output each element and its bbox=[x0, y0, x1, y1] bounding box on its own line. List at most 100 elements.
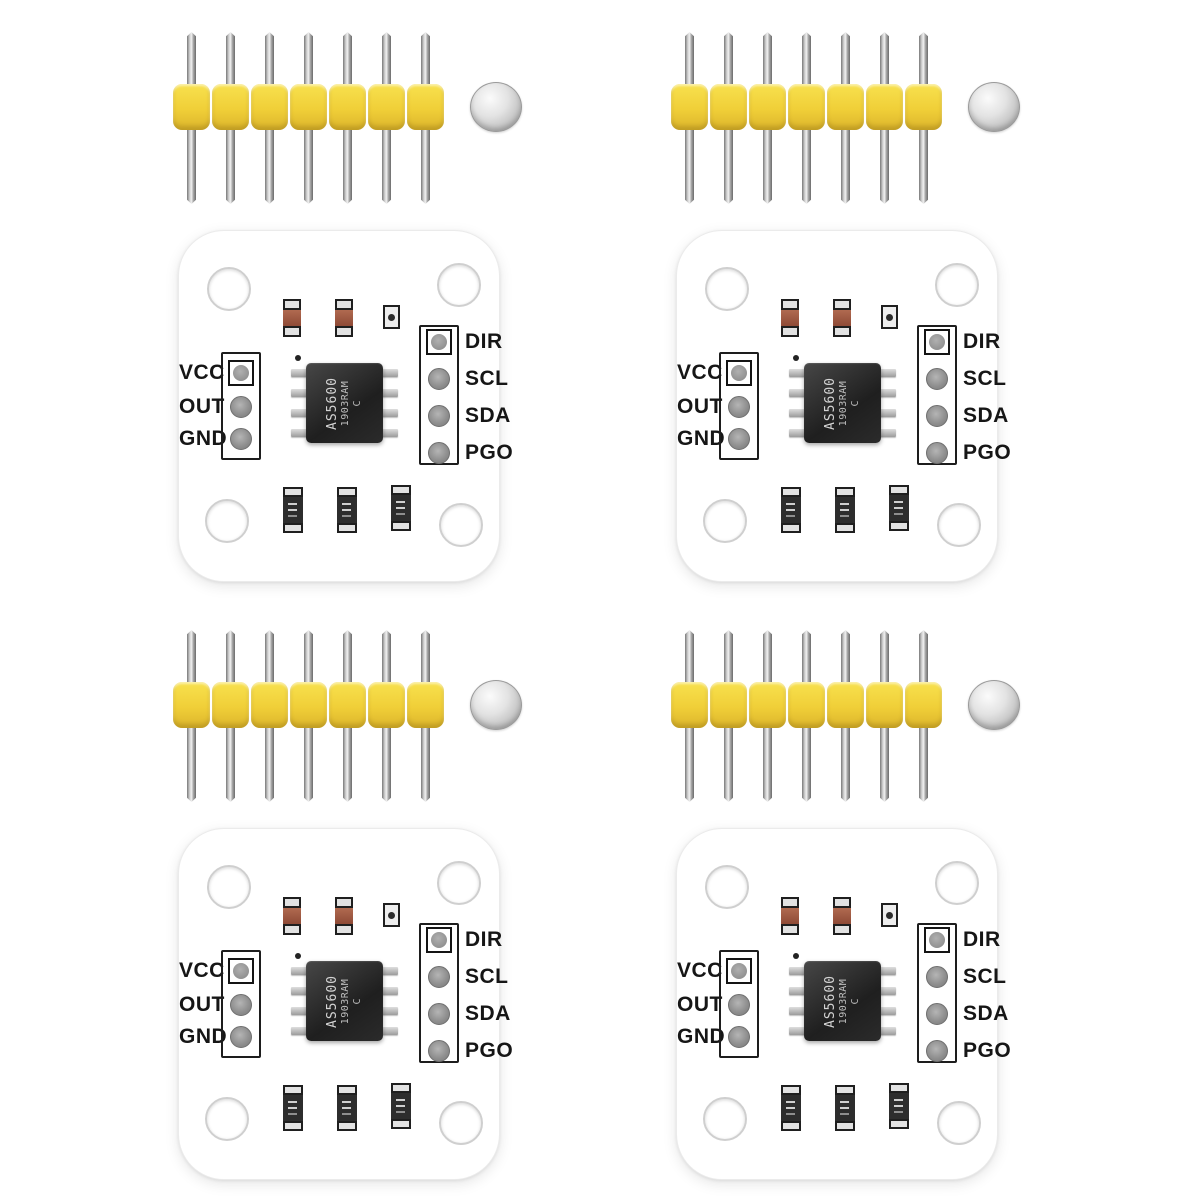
smd-body bbox=[335, 908, 353, 924]
header-plastic-segment bbox=[290, 84, 327, 130]
header-plastic-segment bbox=[710, 84, 747, 130]
smd-body bbox=[781, 908, 799, 924]
chip-pin bbox=[880, 987, 896, 995]
chip-pin bbox=[382, 1007, 398, 1015]
smd-body bbox=[335, 310, 353, 326]
chip-pin bbox=[789, 1007, 805, 1015]
silkscreen-label-vcc: VCC bbox=[179, 959, 225, 982]
mounting-hole bbox=[705, 865, 749, 909]
smd-resistor bbox=[283, 1085, 303, 1131]
smd-pad bbox=[337, 1121, 357, 1131]
pin1-marker-dot bbox=[295, 953, 301, 959]
header-plastic-segment bbox=[788, 682, 825, 728]
chip-pin bbox=[382, 369, 398, 377]
smd-pad bbox=[283, 326, 301, 337]
pad-out bbox=[728, 396, 750, 418]
smd-body bbox=[889, 1093, 909, 1119]
silkscreen-label-scl: SCL bbox=[465, 367, 509, 390]
smd-pad bbox=[337, 487, 357, 497]
smd-component bbox=[881, 305, 898, 329]
chip-pin bbox=[291, 369, 307, 377]
smd-capacitor bbox=[283, 299, 301, 337]
pin-header bbox=[670, 630, 946, 805]
module-kit-unit: VCC OUT GND DIR SCL SDA PGO bbox=[0, 600, 600, 1200]
mounting-hole bbox=[437, 861, 481, 905]
smd-pad bbox=[337, 1085, 357, 1095]
module-kit-unit: VCC OUT GND DIR SCL SDA PGO bbox=[498, 2, 1098, 602]
header-plastic-segment bbox=[788, 84, 825, 130]
smd-body bbox=[833, 908, 851, 924]
smd-capacitor bbox=[781, 897, 799, 935]
chip-pin bbox=[880, 1007, 896, 1015]
chip-body: AS5600 1903RAM C bbox=[804, 961, 881, 1041]
smd-pad bbox=[391, 485, 411, 495]
mounting-hole bbox=[437, 263, 481, 307]
smd-pad bbox=[283, 487, 303, 497]
chip-pin bbox=[382, 1027, 398, 1035]
smd-resistor bbox=[835, 1085, 855, 1131]
smd-pad bbox=[283, 299, 301, 310]
header-plastic-segment bbox=[329, 682, 366, 728]
smd-resistor bbox=[337, 487, 357, 533]
pad-scl bbox=[926, 368, 948, 390]
smd-capacitor bbox=[335, 299, 353, 337]
pin1-marker-dot bbox=[793, 355, 799, 361]
smd-capacitor bbox=[335, 897, 353, 935]
smd-pad bbox=[337, 523, 357, 533]
silkscreen-label-gnd: GND bbox=[677, 427, 726, 450]
chip-pin bbox=[880, 389, 896, 397]
smd-component bbox=[383, 903, 400, 927]
power-header-footprint bbox=[719, 950, 759, 1058]
pad-out bbox=[230, 396, 252, 418]
smd-pad bbox=[781, 897, 799, 908]
mounting-hole bbox=[439, 503, 483, 547]
pad-dir bbox=[426, 329, 452, 355]
silkscreen-label-dir: DIR bbox=[465, 928, 503, 951]
silkscreen-label-vcc: VCC bbox=[179, 361, 225, 384]
chip-pin bbox=[880, 409, 896, 417]
smd-capacitor bbox=[781, 299, 799, 337]
smd-pad bbox=[781, 487, 801, 497]
chip-pin bbox=[880, 429, 896, 437]
silkscreen-label-sda: SDA bbox=[465, 1002, 511, 1025]
pad-gnd bbox=[230, 1026, 252, 1048]
smd-pad bbox=[835, 487, 855, 497]
smd-pad bbox=[889, 1119, 909, 1129]
silkscreen-label-gnd: GND bbox=[677, 1025, 726, 1048]
smd-body bbox=[833, 310, 851, 326]
pad-gnd bbox=[728, 428, 750, 450]
pad-dir bbox=[924, 927, 950, 953]
silkscreen-label-pgo: PGO bbox=[963, 1039, 1012, 1062]
chip-pin bbox=[880, 1027, 896, 1035]
chip-pin bbox=[789, 369, 805, 377]
smd-pad bbox=[391, 1119, 411, 1129]
radial-magnet bbox=[470, 680, 522, 730]
chip-pin bbox=[382, 409, 398, 417]
chip-pin bbox=[382, 987, 398, 995]
silkscreen-label-pgo: PGO bbox=[465, 441, 514, 464]
smd-pad bbox=[335, 326, 353, 337]
chip-marking-line3: C bbox=[850, 399, 861, 407]
smd-pad bbox=[833, 924, 851, 935]
header-plastic-segment bbox=[827, 682, 864, 728]
chip-pin bbox=[291, 389, 307, 397]
mounting-hole bbox=[205, 499, 249, 543]
silkscreen-label-dir: DIR bbox=[963, 928, 1001, 951]
pad-scl bbox=[428, 966, 450, 988]
header-plastic-segment bbox=[905, 682, 942, 728]
pad-gnd bbox=[728, 1026, 750, 1048]
module-kit-unit: VCC OUT GND DIR SCL SDA PGO bbox=[498, 600, 1098, 1200]
chip-marking-line3: C bbox=[352, 399, 363, 407]
pin1-marker-dot bbox=[295, 355, 301, 361]
chip-pin bbox=[291, 429, 307, 437]
chip-pin bbox=[291, 1007, 307, 1015]
chip-marking: AS5600 1903RAM C bbox=[325, 975, 363, 1028]
pad-vcc bbox=[228, 958, 254, 984]
smd-pad bbox=[781, 523, 801, 533]
smd-resistor bbox=[283, 487, 303, 533]
chip-marking-line2: 1903RAM bbox=[838, 380, 849, 426]
silkscreen-label-vcc: VCC bbox=[677, 361, 723, 384]
pad-scl bbox=[428, 368, 450, 390]
silkscreen-label-scl: SCL bbox=[963, 965, 1007, 988]
mounting-hole bbox=[207, 865, 251, 909]
